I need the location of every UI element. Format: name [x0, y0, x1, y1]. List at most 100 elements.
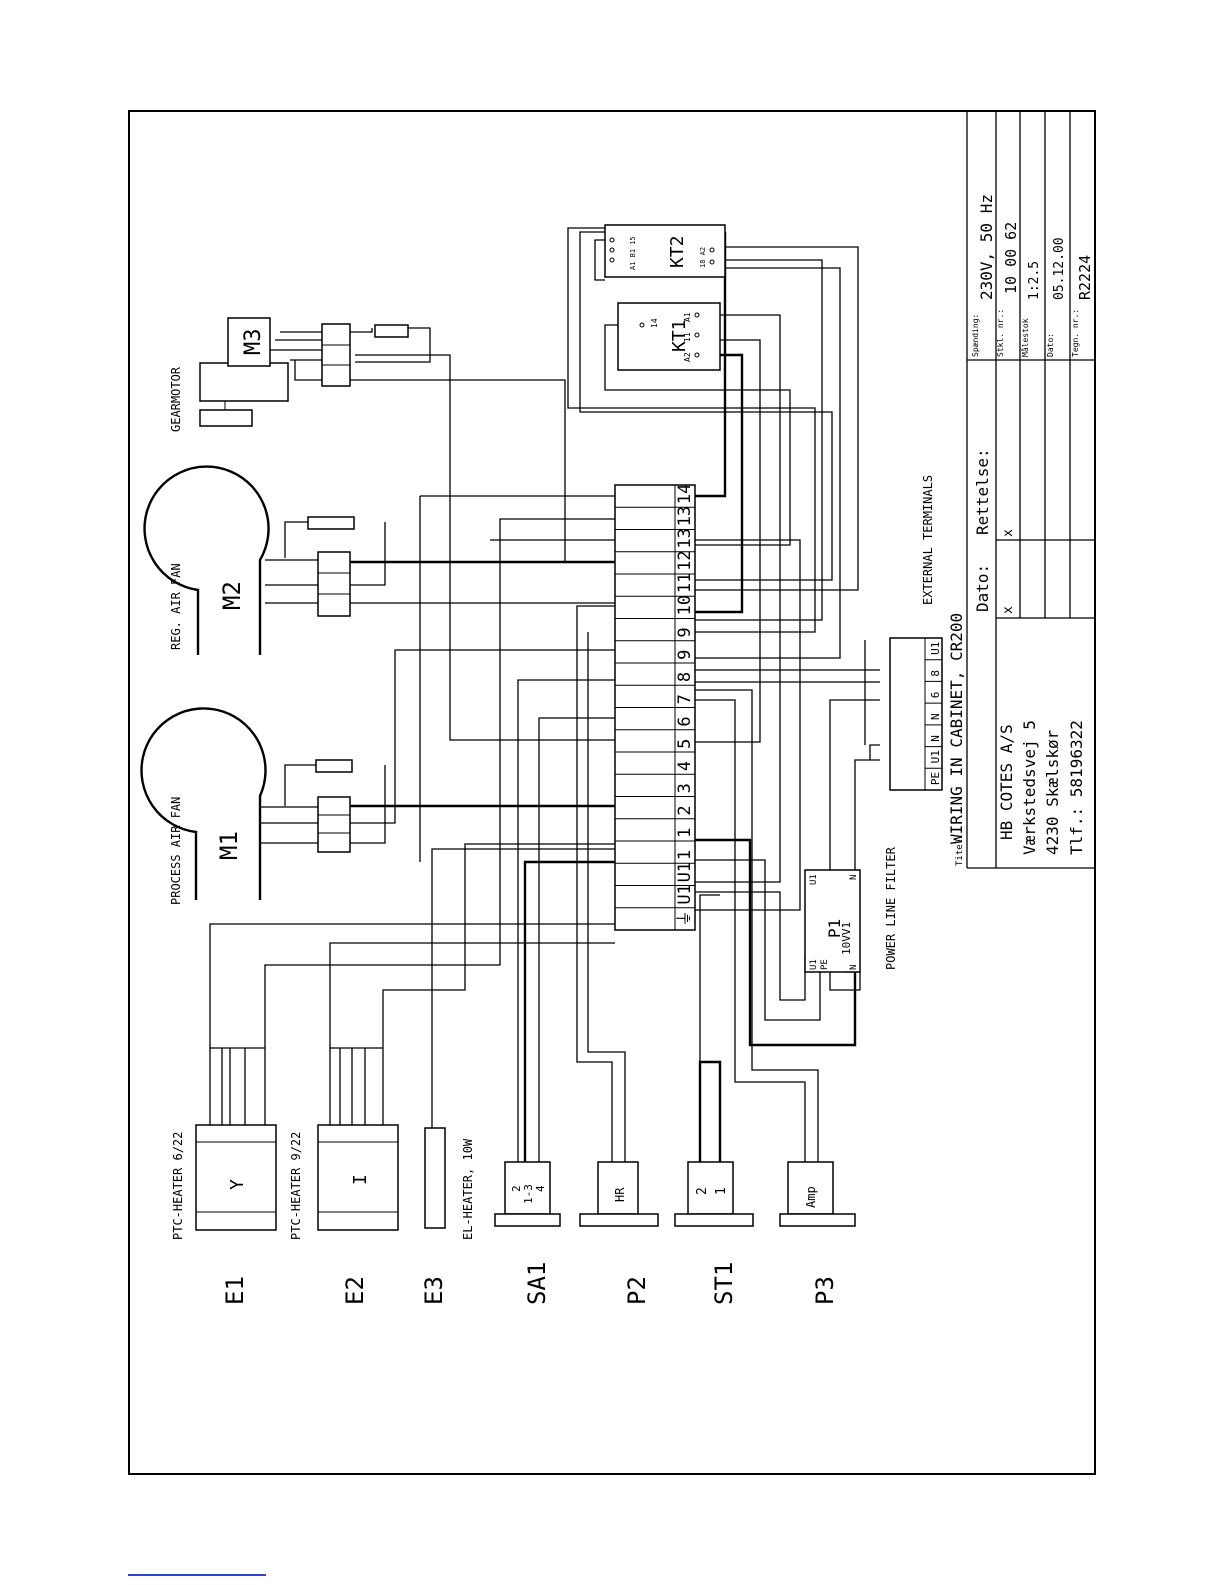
- kt1-relay: 14 A1 11 A2 KT1: [617, 302, 721, 371]
- m1-process-air-fan: M1 PROCESS AIR FAN: [140, 707, 353, 905]
- terminal-label: 13: [675, 506, 695, 526]
- title-caption: Titel:: [955, 833, 965, 866]
- dato-value: x: [1001, 606, 1016, 614]
- terminal-label: 6: [675, 716, 695, 726]
- st1-label: ST1: [710, 1262, 738, 1305]
- tegn-caption: Tegn. nr.:: [1071, 309, 1080, 357]
- ext-terminal-label: 6: [929, 692, 942, 699]
- dato-caption: Dato:: [973, 564, 992, 612]
- terminal-label: 13: [675, 528, 695, 548]
- st1-pin-a: 2: [695, 1187, 710, 1195]
- m2-description: REG. AIR FAN: [169, 563, 183, 650]
- sa1-pins-top: 2: [510, 1185, 523, 1192]
- rettelse-value: x: [1001, 529, 1016, 537]
- e2-ptc-heater: I PTC-HEATER 9/22 E2: [289, 1124, 399, 1305]
- sa1-pins-bot: 4: [534, 1185, 547, 1192]
- p1-pin-u1: U1: [809, 959, 819, 970]
- p1-pin-n: N: [849, 965, 859, 970]
- m1-label: M1: [215, 831, 243, 860]
- spanding-caption: Spænding:: [971, 314, 980, 357]
- ext-terminal-label: 8: [929, 670, 942, 677]
- kt2-pins-left: A1 B1 15: [629, 236, 637, 270]
- external-terminals-label: EXTERNAL TERMINALS: [921, 475, 935, 605]
- e1-label: E1: [221, 1276, 249, 1305]
- malestok-value: 1:2.5: [1027, 261, 1042, 300]
- e1-description: PTC-HEATER 6/22: [171, 1132, 185, 1240]
- ext-terminal-label: N: [929, 735, 942, 742]
- terminal-label: 10: [675, 595, 695, 615]
- m3-description: GEARMOTOR: [169, 366, 183, 432]
- p1-out-n: N: [849, 875, 859, 880]
- p3-symbol: Amp: [804, 1186, 818, 1208]
- m2-label: M2: [218, 581, 246, 610]
- terminal-label: U1: [675, 862, 695, 882]
- terminal-label: 3: [675, 783, 695, 793]
- p1-pin-pe: PE: [820, 959, 830, 970]
- p1-label: P1: [825, 919, 844, 938]
- terminal-label: U1: [675, 884, 695, 904]
- malestok-caption: Målestok: [1020, 318, 1030, 357]
- terminal-label: 5: [675, 739, 695, 749]
- date-caption: Dato:: [1046, 333, 1055, 357]
- kt2-relay: A1 B1 15 18 A2 KT2: [604, 224, 726, 278]
- company-name: HB COTES A/S: [997, 724, 1016, 840]
- e3-label: E3: [420, 1276, 448, 1305]
- sa1-pins-mid: 1-3: [522, 1184, 535, 1204]
- stkl-value: 10 00 62: [1002, 222, 1020, 294]
- st1-pin-b: 1: [714, 1187, 729, 1195]
- terminal-label: 9: [675, 627, 695, 637]
- p1-rating: 10VV1: [840, 922, 853, 955]
- kt1-pin-a2: A2: [683, 352, 692, 362]
- terminal-label: 14: [675, 484, 695, 504]
- kt1-pin-11: 11: [683, 332, 692, 342]
- terminal-label: ⏚: [675, 910, 695, 927]
- kt1-pin-a1: A1: [683, 312, 692, 322]
- stkl-caption: Stkl. nr.:: [996, 309, 1005, 357]
- ext-terminal-label: U1: [929, 642, 942, 655]
- terminal-label: 8: [675, 672, 695, 682]
- e2-label: E2: [341, 1276, 369, 1305]
- m3-gearmotor: M3 GEARMOTOR: [169, 317, 409, 432]
- sa1-label: SA1: [523, 1262, 551, 1305]
- power-line-filter-label: POWER LINE FILTER: [884, 846, 898, 970]
- spanding-value: 230V, 50 Hz: [977, 194, 996, 300]
- p1-out-u1: U1: [809, 874, 819, 885]
- terminal-label: 2: [675, 805, 695, 815]
- e1-symbol: Y: [227, 1179, 248, 1190]
- terminal-label: 1: [675, 850, 695, 860]
- company-phone: Tlf.: 58196322: [1067, 720, 1086, 855]
- kt2-pins-right: 18 A2: [699, 247, 707, 268]
- st1-thermostat: 2 1 ST1: [674, 1161, 754, 1305]
- wires: [209, 227, 880, 1162]
- sa1-switch: 2 1-3 4 SA1: [494, 1161, 561, 1305]
- p2-sensor: HR P2: [579, 1161, 659, 1305]
- p2-label: P2: [623, 1276, 651, 1305]
- terminal-label: 11: [675, 573, 695, 593]
- terminal-label: 9: [675, 650, 695, 660]
- e2-description: PTC-HEATER 9/22: [289, 1132, 303, 1240]
- p3-label: P3: [811, 1276, 839, 1305]
- link-underline[interactable]: [128, 1574, 266, 1576]
- ext-terminal-label: N: [929, 713, 942, 720]
- company-street: Værkstedsvej 5: [1020, 720, 1039, 855]
- terminal-label: 12: [675, 550, 695, 570]
- title-block: Titel: WIRING IN CABINET, CR200 HB COTES…: [947, 111, 1096, 869]
- terminal-label: 4: [675, 761, 695, 771]
- m3-label: M3: [241, 329, 266, 356]
- e1-ptc-heater: Y PTC-HEATER 6/22 E1: [171, 1124, 277, 1305]
- e2-symbol: I: [350, 1174, 371, 1185]
- e3-description: EL-HEATER, 10W: [461, 1138, 475, 1240]
- ext-terminal-label: U1: [929, 750, 942, 763]
- date-value: 05.12.00: [1052, 237, 1067, 300]
- terminal-label: 1: [675, 828, 695, 838]
- ext-terminal-label: PE: [929, 772, 942, 785]
- kt1-label: KT1: [669, 319, 690, 352]
- tegn-value: R2224: [1076, 255, 1094, 300]
- drawing-title: WIRING IN CABINET, CR200: [947, 613, 966, 844]
- kt2-label: KT2: [667, 235, 688, 268]
- p1-power-line-filter: U1 PE N U1 N P1 10VV1 POWER LINE FILTER: [804, 846, 898, 973]
- p3-sensor: Amp P3: [779, 1161, 856, 1305]
